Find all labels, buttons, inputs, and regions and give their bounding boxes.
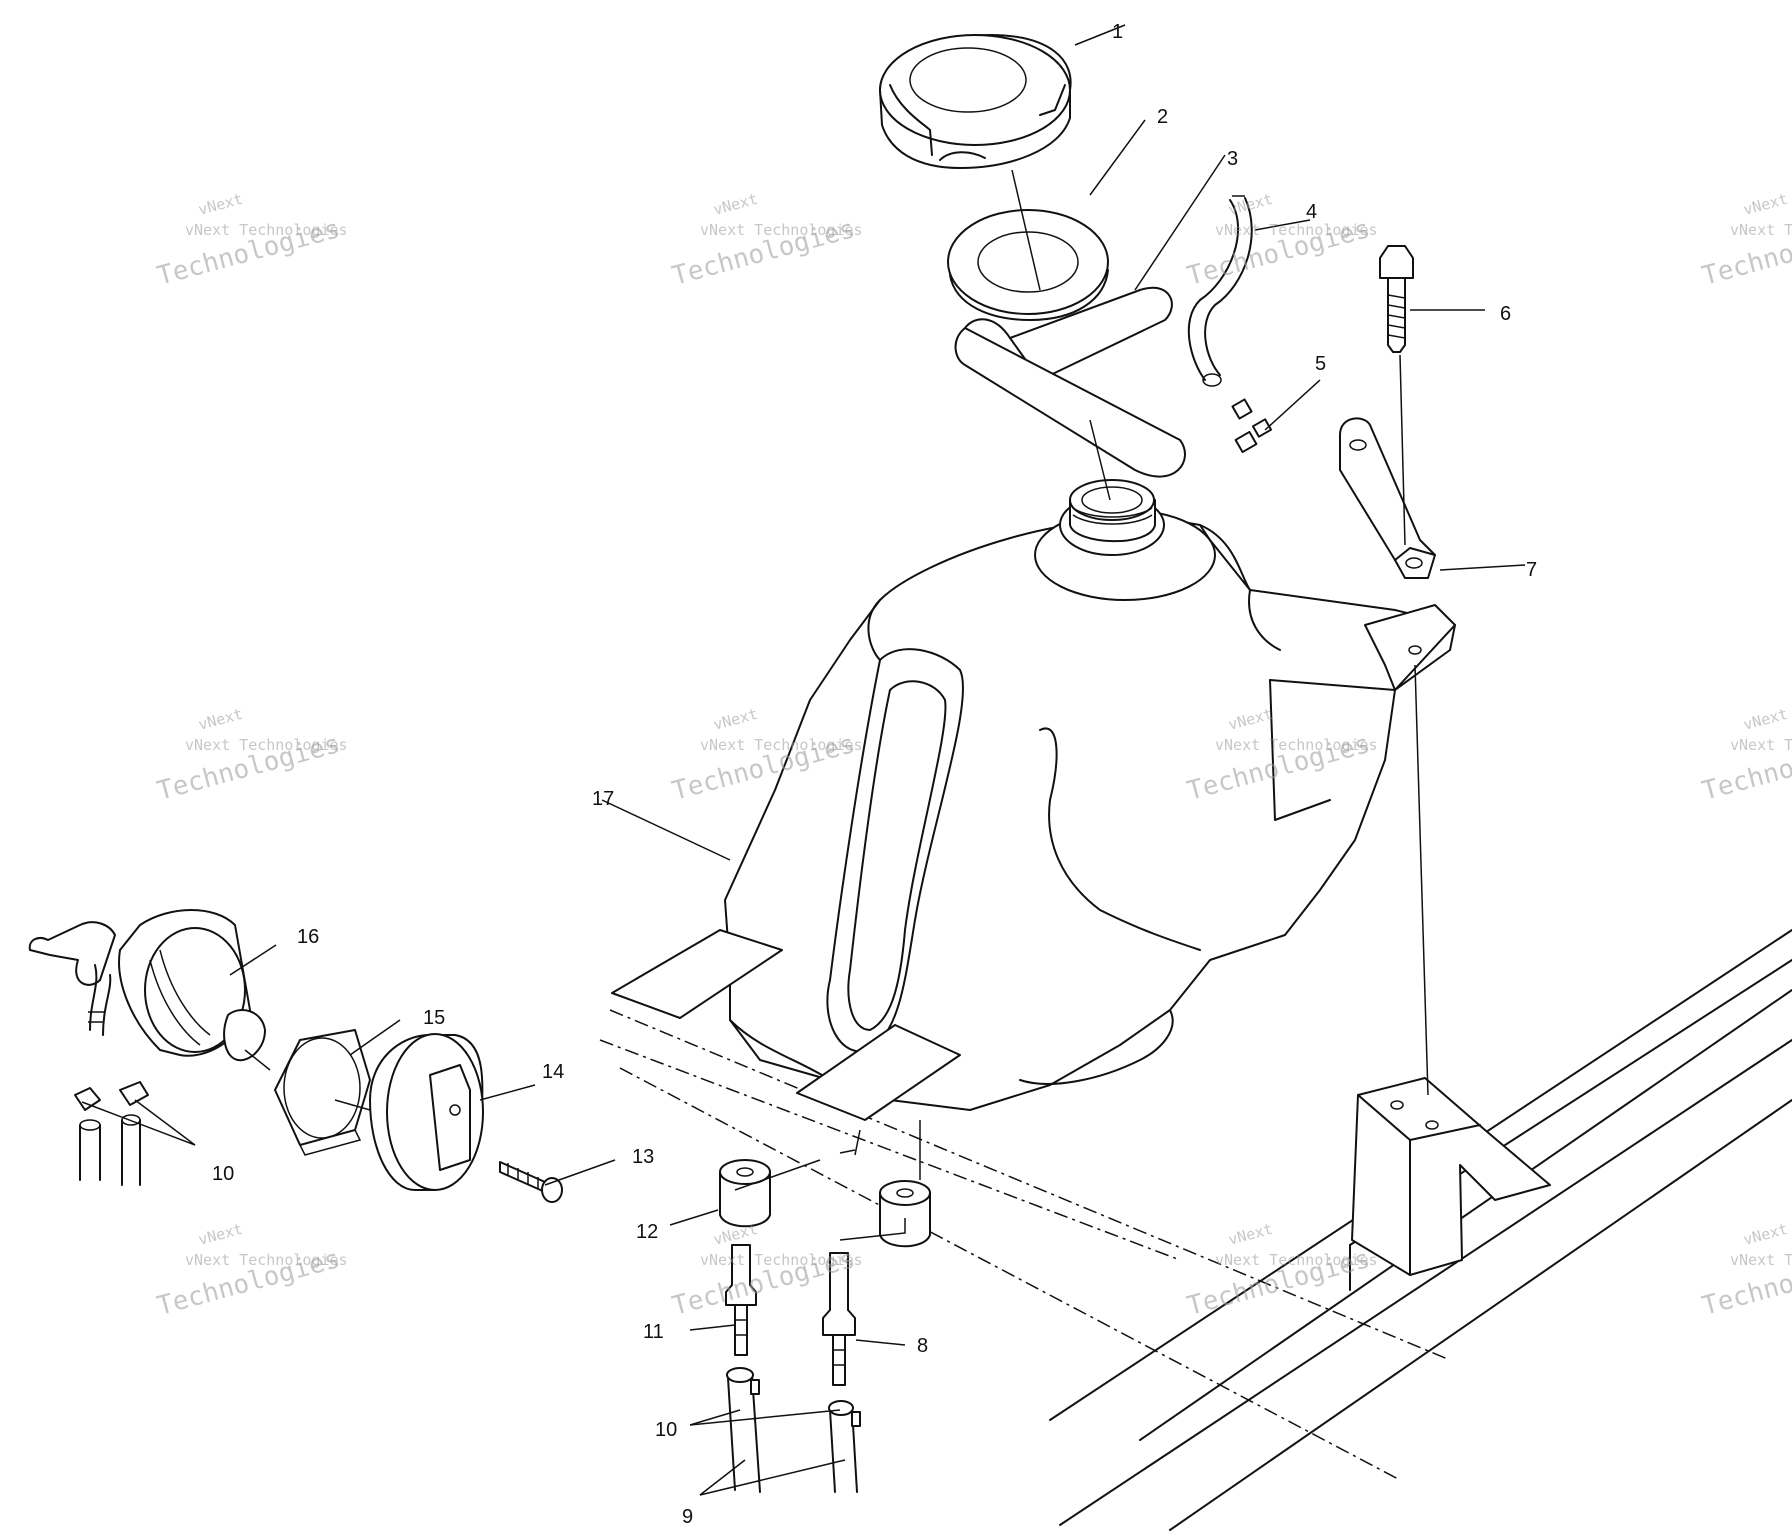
callout-8: 8	[917, 1335, 928, 1357]
mounting-bracket	[1339, 417, 1436, 579]
svg-text:vNext Technologies: vNext Technologies	[1215, 1251, 1378, 1269]
hose-fittings	[725, 1244, 856, 1386]
bolt	[1379, 245, 1414, 353]
callout-10-left: 10	[212, 1163, 234, 1185]
callout-17: 17	[592, 788, 614, 810]
callout-11: 11	[643, 1321, 664, 1343]
svg-text:vNext: vNext	[711, 705, 759, 734]
svg-text:vNext: vNext	[1741, 1220, 1789, 1249]
callout-13: 13	[632, 1146, 654, 1168]
fuel-cap	[879, 34, 1072, 169]
callout-6: 6	[1500, 303, 1511, 325]
watermark: vNext vNext Technologies Technologies	[1699, 705, 1792, 807]
callout-7: 7	[1526, 559, 1537, 581]
watermark: vNext vNext Technologies Technologies	[154, 190, 348, 292]
frame-bracket	[1351, 1077, 1551, 1276]
callout-14: 14	[542, 1061, 564, 1083]
svg-text:vNext Technologies: vNext Technologies	[185, 736, 348, 754]
callout-15: 15	[423, 1007, 445, 1029]
leader-lines	[81, 24, 1526, 1496]
svg-text:vNext: vNext	[1741, 190, 1789, 219]
svg-text:vNext: vNext	[196, 705, 244, 734]
svg-text:vNext: vNext	[711, 190, 759, 219]
svg-text:vNext Technologies: vNext Technologies	[700, 221, 863, 239]
svg-text:vNext: vNext	[196, 190, 244, 219]
callout-labels: 1 2 3 4 5 6 7 8 9 10 10 11 12 13 14 15 1…	[212, 21, 1537, 1528]
watermark: vNext vNext Technologies Technologies	[1184, 190, 1378, 292]
watermark: vNext vNext Technologies Technologies	[154, 705, 348, 807]
callout-9: 9	[682, 1506, 693, 1528]
watermark: vNext vNext Technologies Technologies	[154, 1220, 348, 1322]
plug-cap	[369, 1033, 484, 1191]
vent-hose	[1187, 195, 1253, 387]
fuel-tank	[724, 479, 1456, 1111]
callout-1: 1	[1112, 21, 1123, 43]
svg-text:vNext Technologies: vNext Technologies	[1730, 221, 1792, 239]
watermark: vNext vNext Technologies Technologies	[669, 190, 863, 292]
svg-text:vNext: vNext	[1741, 705, 1789, 734]
callout-4: 4	[1306, 201, 1317, 223]
watermark: vNext vNext Technologies Technologies	[1699, 1220, 1792, 1322]
frame-rails	[599, 929, 1792, 1531]
svg-text:vNext Technologies: vNext Technologies	[1215, 736, 1378, 754]
callout-3: 3	[1227, 148, 1238, 170]
watermark: vNext vNext Technologies Technologies	[1699, 190, 1792, 292]
fuel-filter-assembly	[28, 909, 266, 1186]
gasket-ring	[947, 209, 1109, 321]
svg-text:vNext: vNext	[196, 1220, 244, 1249]
callout-5: 5	[1315, 353, 1326, 375]
fuel-hoses-bottom	[726, 1367, 861, 1493]
foam-pad	[954, 286, 1186, 478]
watermark: vNext vNext Technologies Technologies	[1184, 1220, 1378, 1322]
callout-2: 2	[1157, 106, 1168, 128]
svg-text:vNext Technologies: vNext Technologies	[185, 221, 348, 239]
svg-text:vNext Technologies: vNext Technologies	[1730, 1251, 1792, 1269]
tank-mount-tabs	[611, 604, 1456, 1121]
hex-nut	[274, 1029, 371, 1156]
svg-text:vNext Technologies: vNext Technologies	[185, 1251, 348, 1269]
vent-fittings	[1231, 398, 1273, 454]
callout-10-bottom: 10	[655, 1419, 677, 1441]
callout-16: 16	[297, 926, 319, 948]
svg-text:vNext Technologies: vNext Technologies	[700, 1251, 863, 1269]
callout-12: 12	[636, 1221, 658, 1243]
svg-text:vNext: vNext	[1226, 1220, 1274, 1249]
grommets	[719, 1159, 931, 1248]
svg-text:vNext Technologies: vNext Technologies	[1215, 221, 1378, 239]
svg-text:vNext Technologies: vNext Technologies	[1730, 736, 1792, 754]
svg-text:vNext Technologies: vNext Technologies	[700, 736, 863, 754]
